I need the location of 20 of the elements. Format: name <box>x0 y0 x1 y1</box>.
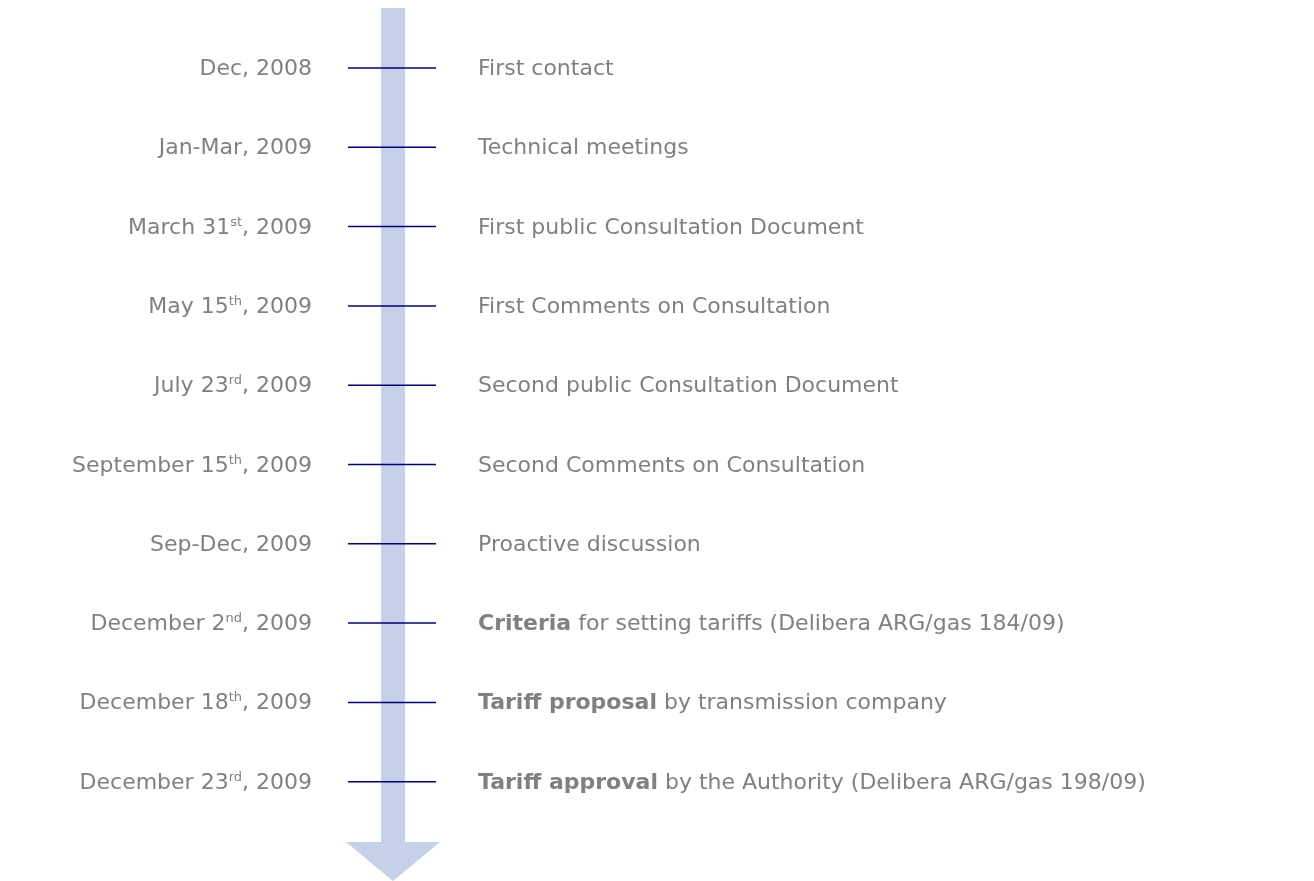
date-text: December 18$^{th}$, 2009 <box>79 688 312 717</box>
event-text: First Comments on Consultation <box>478 291 831 320</box>
date-text: December 23$^{rd}$, 2009 <box>79 767 312 796</box>
event-text: Criteria for setting tariffs (Delibera ARG/gas 184/09) <box>478 609 1065 638</box>
event-text: First public Consultation Document <box>478 212 864 241</box>
event-text: First contact <box>478 54 614 82</box>
event-text: Proactive discussion <box>478 529 701 558</box>
date-text: Sep-Dec, 2009 <box>150 529 312 558</box>
event-text: Second Comments on Consultation <box>478 450 866 479</box>
date-text: September 15$^{th}$, 2009 <box>72 450 312 479</box>
date-text: Jan-Mar, 2009 <box>158 133 312 162</box>
event-text: Second public Consultation Document <box>478 371 899 400</box>
event-text: Tariff proposal by transmission company <box>478 688 947 717</box>
date-text: May 15$^{th}$, 2009 <box>148 291 312 320</box>
date-text: Dec, 2008 <box>199 54 312 82</box>
date-text: March 31$^{st}$, 2009 <box>128 212 312 241</box>
event-text: Tariff approval by the Authority (Delibera ARG/gas 198/09) <box>478 767 1146 796</box>
date-text: July 23$^{rd}$, 2009 <box>154 371 312 400</box>
event-text: Technical meetings <box>478 133 689 162</box>
date-text: December 2$^{nd}$, 2009 <box>90 609 312 638</box>
